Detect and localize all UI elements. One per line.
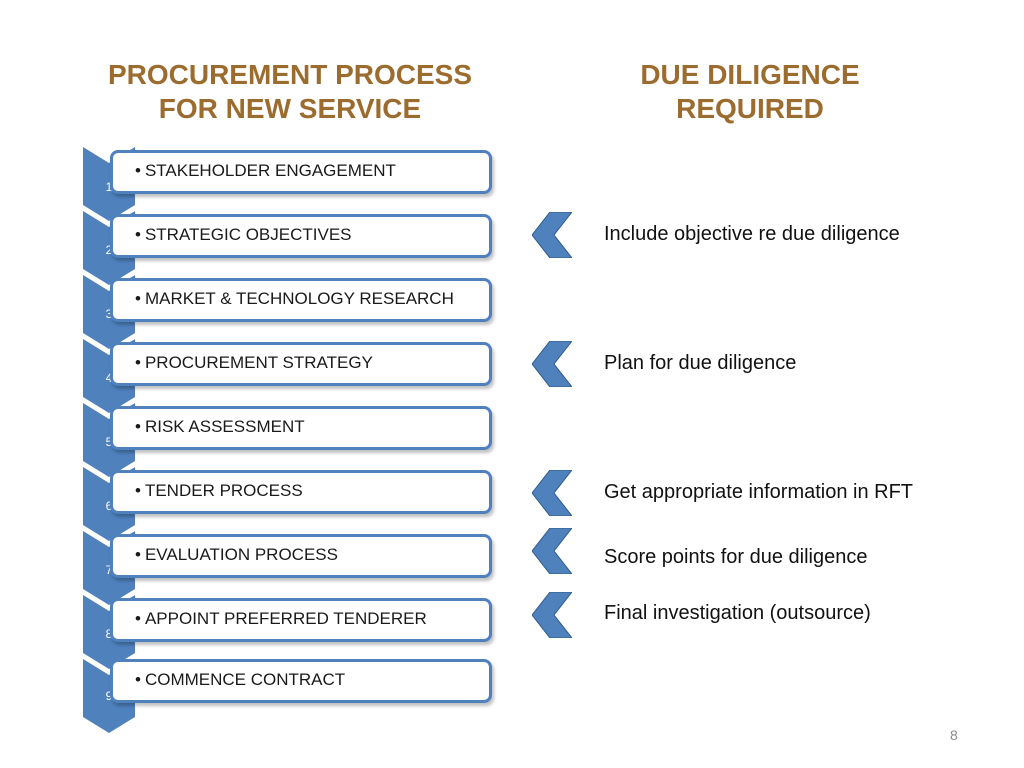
step-number: 1: [105, 180, 113, 194]
step-number: 4: [105, 371, 113, 385]
step-number: 3: [105, 307, 113, 321]
due-diligence-note: Include objective re due diligence: [604, 223, 900, 245]
step-box: •STRATEGIC OBJECTIVES: [110, 214, 492, 258]
step-box: •TENDER PROCESS: [110, 470, 492, 514]
step-box: •COMMENCE CONTRACT: [110, 659, 492, 703]
step-label: STAKEHOLDER ENGAGEMENT: [144, 161, 396, 180]
due-diligence-note: Plan for due diligence: [604, 352, 797, 374]
slide-page-number: 8: [950, 727, 958, 743]
process-heading: PROCUREMENT PROCESS FOR NEW SERVICE: [60, 58, 520, 126]
step-box: •MARKET & TECHNOLOGY RESEARCH: [110, 278, 492, 322]
step-label: STRATEGIC OBJECTIVES: [144, 225, 352, 244]
step-box: •EVALUATION PROCESS: [110, 534, 492, 578]
step-box: •PROCUREMENT STRATEGY: [110, 342, 492, 386]
left-chevron-pointer-icon: [532, 528, 572, 574]
step-number: 5: [105, 435, 113, 449]
due-diligence-note: Final investigation (outsource): [604, 602, 871, 624]
step-label: TENDER PROCESS: [144, 481, 303, 500]
left-chevron-pointer-icon: [532, 341, 572, 387]
step-box: •APPOINT PREFERRED TENDERER: [110, 598, 492, 642]
step-label: PROCUREMENT STRATEGY: [144, 353, 373, 372]
step-label: EVALUATION PROCESS: [144, 545, 338, 564]
left-chevron-pointer-icon: [532, 212, 572, 258]
step-box: •STAKEHOLDER ENGAGEMENT: [110, 150, 492, 194]
step-number: 6: [105, 499, 113, 513]
left-chevron-pointer-icon: [532, 470, 572, 516]
due-diligence-note: Score points for due diligence: [604, 546, 868, 568]
step-box: •RISK ASSESSMENT: [110, 406, 492, 450]
process-heading-line1: PROCUREMENT PROCESS: [107, 59, 473, 90]
step-label: APPOINT PREFERRED TENDERER: [144, 609, 427, 628]
left-chevron-pointer-icon: [532, 592, 572, 638]
due-diligence-note: Get appropriate information in RFT: [604, 481, 914, 503]
due-diligence-heading: DUE DILIGENCE REQUIRED: [560, 58, 940, 126]
step-label: RISK ASSESSMENT: [144, 417, 305, 436]
step-number: 8: [105, 627, 113, 641]
due-diligence-heading-line1: DUE DILIGENCE: [640, 59, 860, 90]
step-number: 9: [105, 689, 113, 703]
step-label: MARKET & TECHNOLOGY RESEARCH: [144, 289, 454, 308]
step-label: COMMENCE CONTRACT: [144, 670, 346, 689]
step-number: 2: [105, 243, 113, 257]
due-diligence-heading-line2: REQUIRED: [676, 93, 824, 124]
step-number: 7: [105, 563, 113, 577]
process-heading-line2: FOR NEW SERVICE: [158, 93, 422, 124]
